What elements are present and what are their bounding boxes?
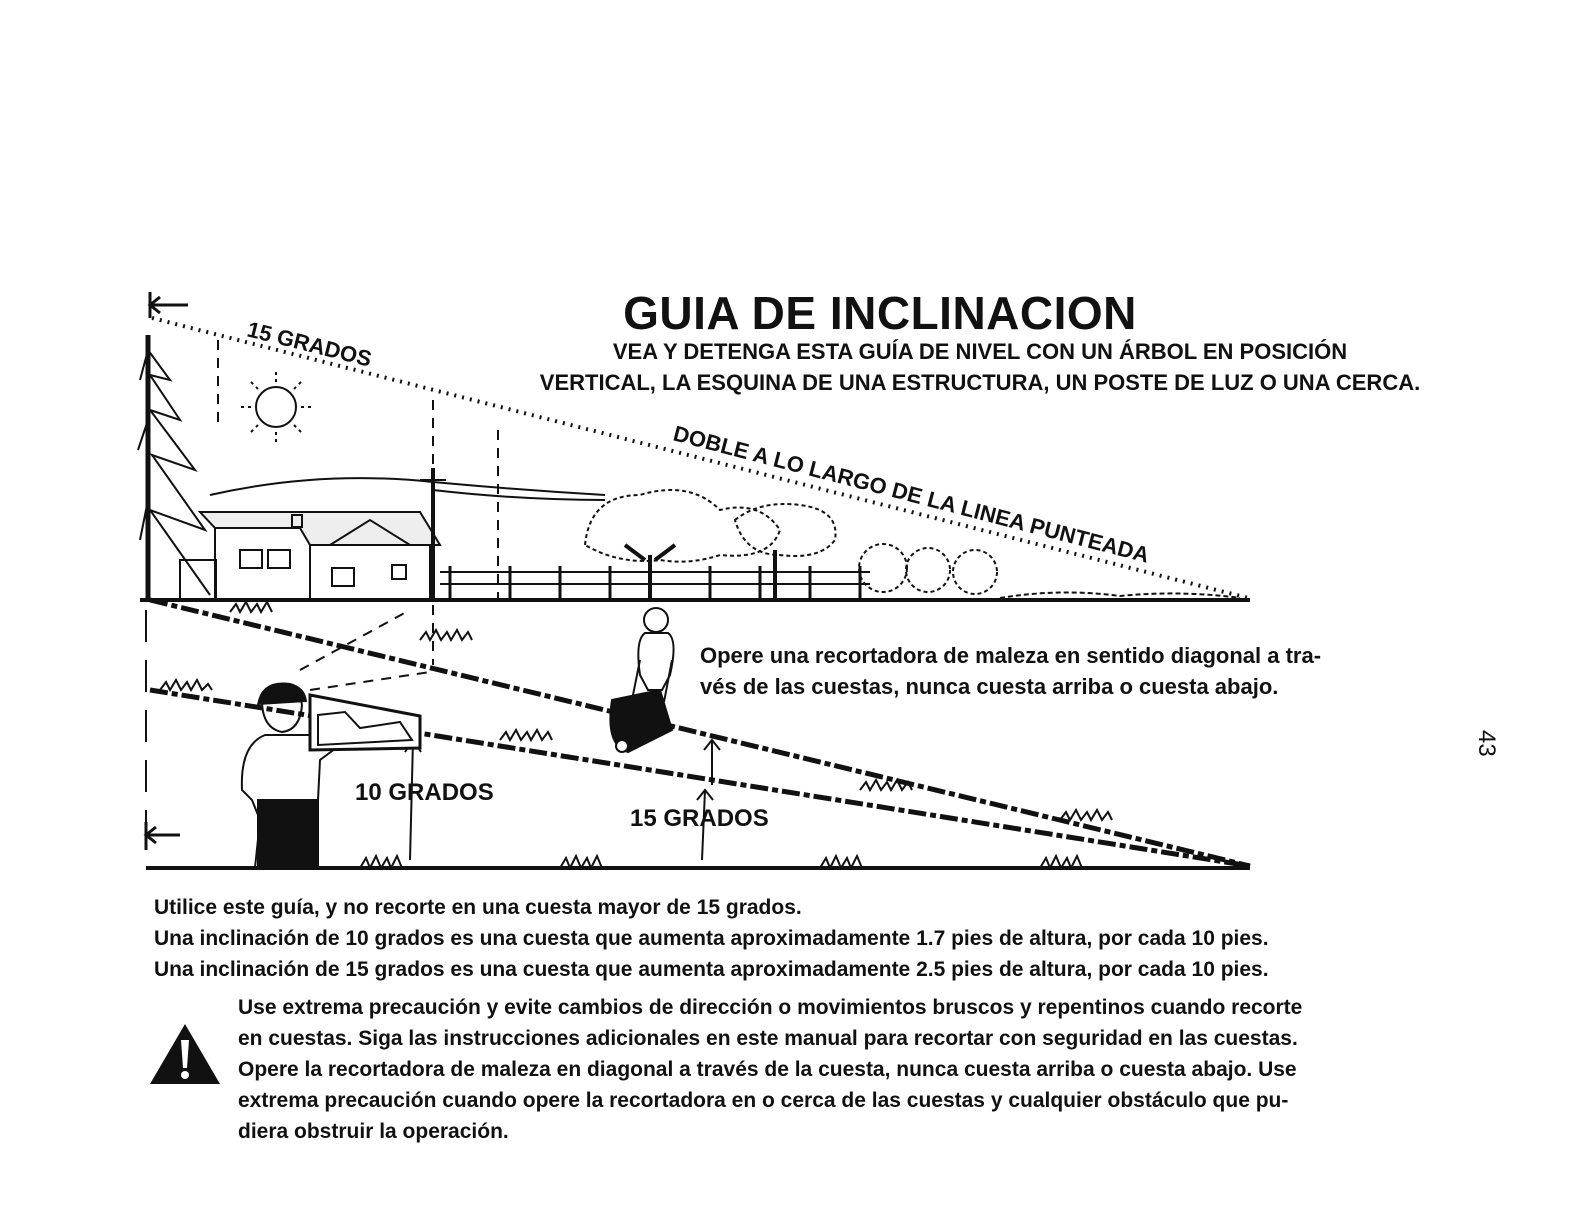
note-line: vés de las cuestas, nunca cuesta arriba …: [700, 671, 1420, 702]
diagonal-operation-note: Opere una recortadora de maleza en senti…: [700, 640, 1420, 702]
person-mowing-illustration: [610, 608, 673, 752]
usage-line: Una inclinación de 10 grados es una cues…: [154, 923, 1514, 954]
warning-line: Use extrema precaución y evite cambios d…: [238, 992, 1518, 1023]
page-title: GUIA DE INCLINACION: [560, 286, 1200, 340]
fold-corner-arrow-top: [150, 292, 188, 318]
fold-corner-arrow-bottom: [146, 822, 180, 850]
top-angle-label: 15 GRADOS: [245, 317, 374, 372]
warning-text-block: Use extrema precaución y evite cambios d…: [238, 992, 1518, 1147]
page-number: 43: [1472, 730, 1500, 757]
house-illustration: [180, 512, 440, 600]
warning-line: extrema precaución cuando opere la recor…: [238, 1085, 1518, 1116]
warning-line: Opere la recortadora de maleza en diagon…: [238, 1054, 1518, 1085]
subtitle-line: VEA Y DETENGA ESTA GUÍA DE NIVEL CON UN …: [450, 336, 1510, 367]
usage-line: Una inclinación de 15 grados es una cues…: [154, 954, 1514, 985]
warning-line: en cuestas. Siga las instrucciones adici…: [238, 1023, 1518, 1054]
usage-text-block: Utilice este guía, y no recorte en una c…: [154, 892, 1514, 985]
usage-line: Utilice este guía, y no recorte en una c…: [154, 892, 1514, 923]
subtitle-line: VERTICAL, LA ESQUINA DE UNA ESTRUCTURA, …: [450, 367, 1510, 398]
note-line: Opere una recortadora de maleza en senti…: [700, 640, 1420, 671]
sun-illustration: [241, 372, 311, 442]
instruction-subtitle: VEA Y DETENGA ESTA GUÍA DE NIVEL CON UN …: [450, 336, 1510, 398]
fence-illustration: [440, 566, 870, 600]
lower-angle-10-label: 10 GRADOS: [355, 779, 494, 806]
fold-line-label: DOBLE A LO LARGO DE LA LINEA PUNTEADA: [671, 421, 1152, 568]
warning-line: diera obstruir la operación.: [238, 1116, 1518, 1147]
lower-angle-15-label: 15 GRADOS: [630, 805, 769, 832]
warning-triangle-icon: [148, 1022, 222, 1086]
